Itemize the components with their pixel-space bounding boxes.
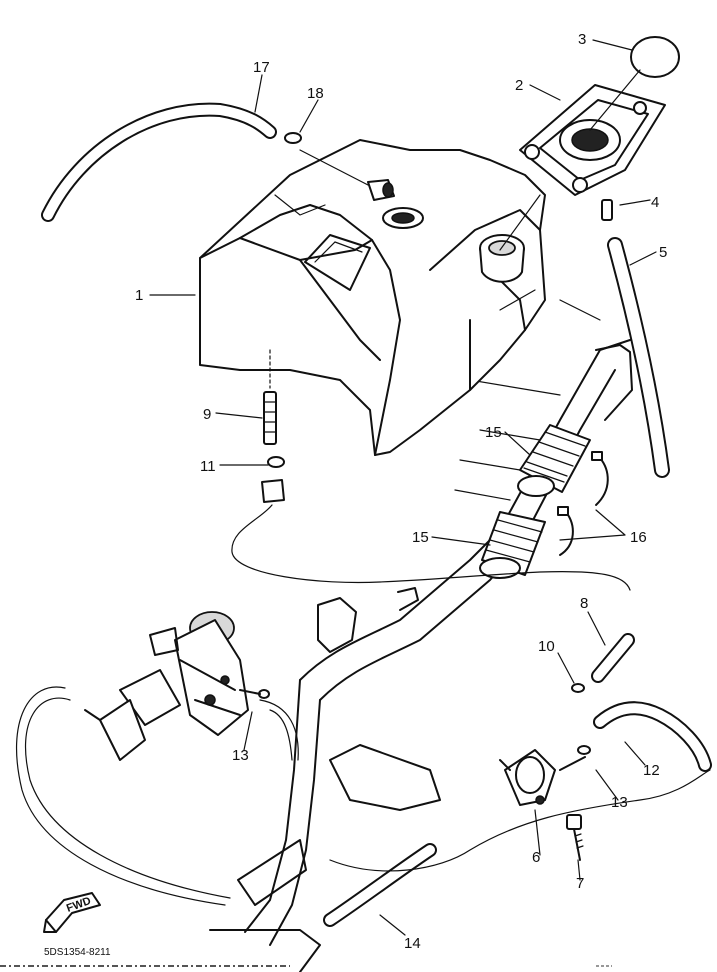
fuel-hose-11 <box>231 456 631 591</box>
fuel-cock <box>499 749 586 806</box>
callout-18: 18 <box>307 85 324 102</box>
callout-1: 1 <box>135 287 143 304</box>
callout-2: 2 <box>515 77 523 94</box>
callout-3: 3 <box>578 31 586 48</box>
callout-9: 9 <box>203 406 211 423</box>
callout-15b: 15 <box>412 529 429 546</box>
callout-16: 16 <box>630 529 647 546</box>
callout-10: 10 <box>538 638 555 655</box>
callout-5: 5 <box>659 244 667 261</box>
tank-vent-hose <box>41 102 277 222</box>
callout-8: 8 <box>580 595 588 612</box>
callout-12: 12 <box>643 762 660 779</box>
fuel-tank <box>199 139 546 456</box>
fuel-hose-14 <box>15 686 711 927</box>
filler-cap-assembly <box>499 84 666 251</box>
carburetor <box>84 611 270 761</box>
fuel-hose-12 <box>593 701 712 772</box>
breather-fitting <box>601 199 613 221</box>
leader-lines <box>149 39 657 936</box>
forward-direction-marker: FWD <box>43 892 101 933</box>
hose-clamps <box>557 451 609 556</box>
hose-clip-10 <box>571 683 585 693</box>
bellows-boot-upper <box>517 424 591 497</box>
callout-numbers: 1 2 3 4 5 6 7 8 9 10 11 12 13 13 14 15 1… <box>135 31 667 952</box>
callout-11: 11 <box>200 458 216 475</box>
callout-7: 7 <box>576 875 584 892</box>
filler-cap <box>589 36 680 131</box>
drawing-code: 5DS1354-8211 <box>44 947 111 958</box>
callout-17: 17 <box>253 59 270 76</box>
callout-4: 4 <box>651 194 659 211</box>
hose-clip <box>284 132 369 186</box>
fuel-hose-8 <box>591 633 635 683</box>
mounting-bolt <box>566 745 591 861</box>
callout-6: 6 <box>532 849 540 866</box>
bellows-boot-lower <box>479 511 546 579</box>
breather-hose <box>607 237 670 478</box>
callout-15a: 15 <box>485 424 502 441</box>
callout-13a: 13 <box>232 747 249 764</box>
callout-14: 14 <box>404 935 421 952</box>
frame <box>209 299 633 972</box>
callout-13b: 13 <box>611 794 628 811</box>
